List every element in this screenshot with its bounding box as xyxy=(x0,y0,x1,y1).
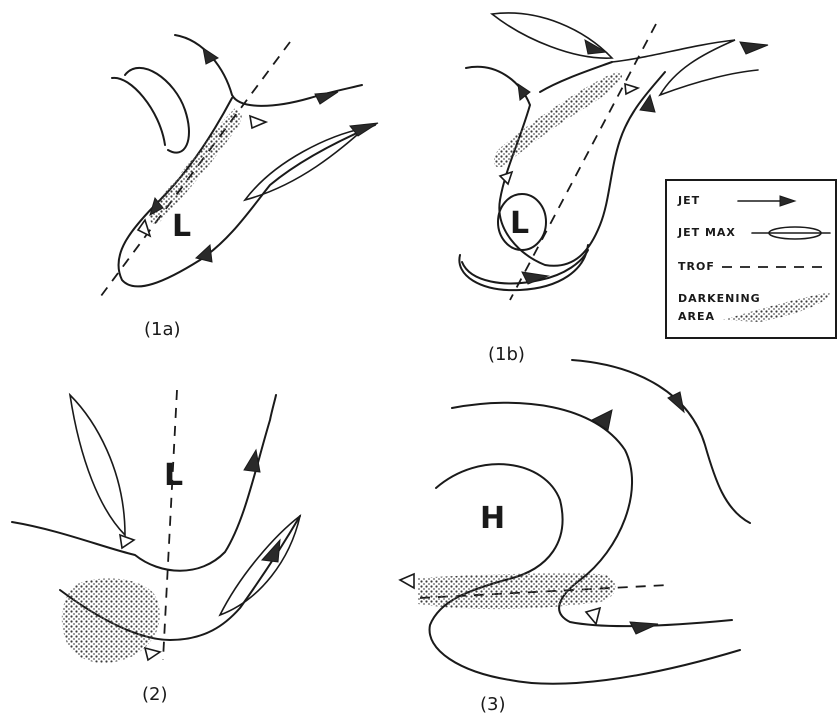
panel-1a: L (1a) xyxy=(98,35,378,340)
jet-max-ellipse-2-left xyxy=(70,395,125,535)
jet-arrow-1b-right xyxy=(740,42,768,54)
legend-darkening-label-1: DARKENING xyxy=(678,292,761,305)
jet-arrow-1b-upper xyxy=(585,40,606,54)
legend-jet-max-label: JET MAX xyxy=(677,226,736,239)
panel-3: H (3) xyxy=(400,360,750,715)
jet-arrow-1b-rise xyxy=(640,95,655,112)
panel-2: L (2) xyxy=(12,390,300,705)
hollow-arrow-1b-b xyxy=(500,172,512,184)
hollow-arrow-1b-a xyxy=(625,84,638,94)
hollow-arrow-2-a xyxy=(120,535,134,548)
legend-darkening-label-2: AREA xyxy=(678,310,715,323)
darkening-area-3 xyxy=(418,573,616,609)
hollow-arrow-1a-a xyxy=(250,116,266,128)
panel-label-1b: (1b) xyxy=(488,344,525,365)
trough-outline xyxy=(118,98,375,286)
legend-trof-label: TROF xyxy=(678,260,715,273)
hollow-arrow-3-a xyxy=(400,574,414,588)
jet-arrow-1a-lower xyxy=(196,245,212,262)
darkening-area-1b xyxy=(494,72,622,167)
jet-hook-left-inner xyxy=(112,78,165,145)
jet-stream-3-outer xyxy=(572,360,750,523)
jet-arrow-3-lower xyxy=(630,622,658,634)
jet-arrow-1a-right xyxy=(315,92,338,104)
legend-jet-label: JET xyxy=(677,194,700,207)
trof-line-2 xyxy=(163,390,177,660)
legend-box: JET JET MAX TROF DARKENING AREA xyxy=(666,180,836,338)
jet-max-ellipse-2-right xyxy=(220,516,300,615)
panel-label-1a: (1a) xyxy=(144,319,181,340)
trough-outline-2 xyxy=(12,395,276,571)
center-letter-1a: L xyxy=(172,209,191,244)
darkening-area-1a xyxy=(150,108,242,224)
panel-label-2: (2) xyxy=(142,684,168,705)
center-letter-1b: L xyxy=(510,206,529,241)
panel-label-3: (3) xyxy=(480,694,506,715)
jet-arrow-1b-left xyxy=(518,84,530,100)
hollow-arrow-2-b xyxy=(145,648,160,660)
center-letter-2: L xyxy=(164,458,183,493)
jet-arrow-2-up xyxy=(244,450,260,472)
center-letter-3: H xyxy=(480,501,505,536)
jet-hook-left xyxy=(125,68,189,153)
trough-outline-1b xyxy=(466,67,665,266)
hollow-arrow-3-b xyxy=(586,608,600,624)
